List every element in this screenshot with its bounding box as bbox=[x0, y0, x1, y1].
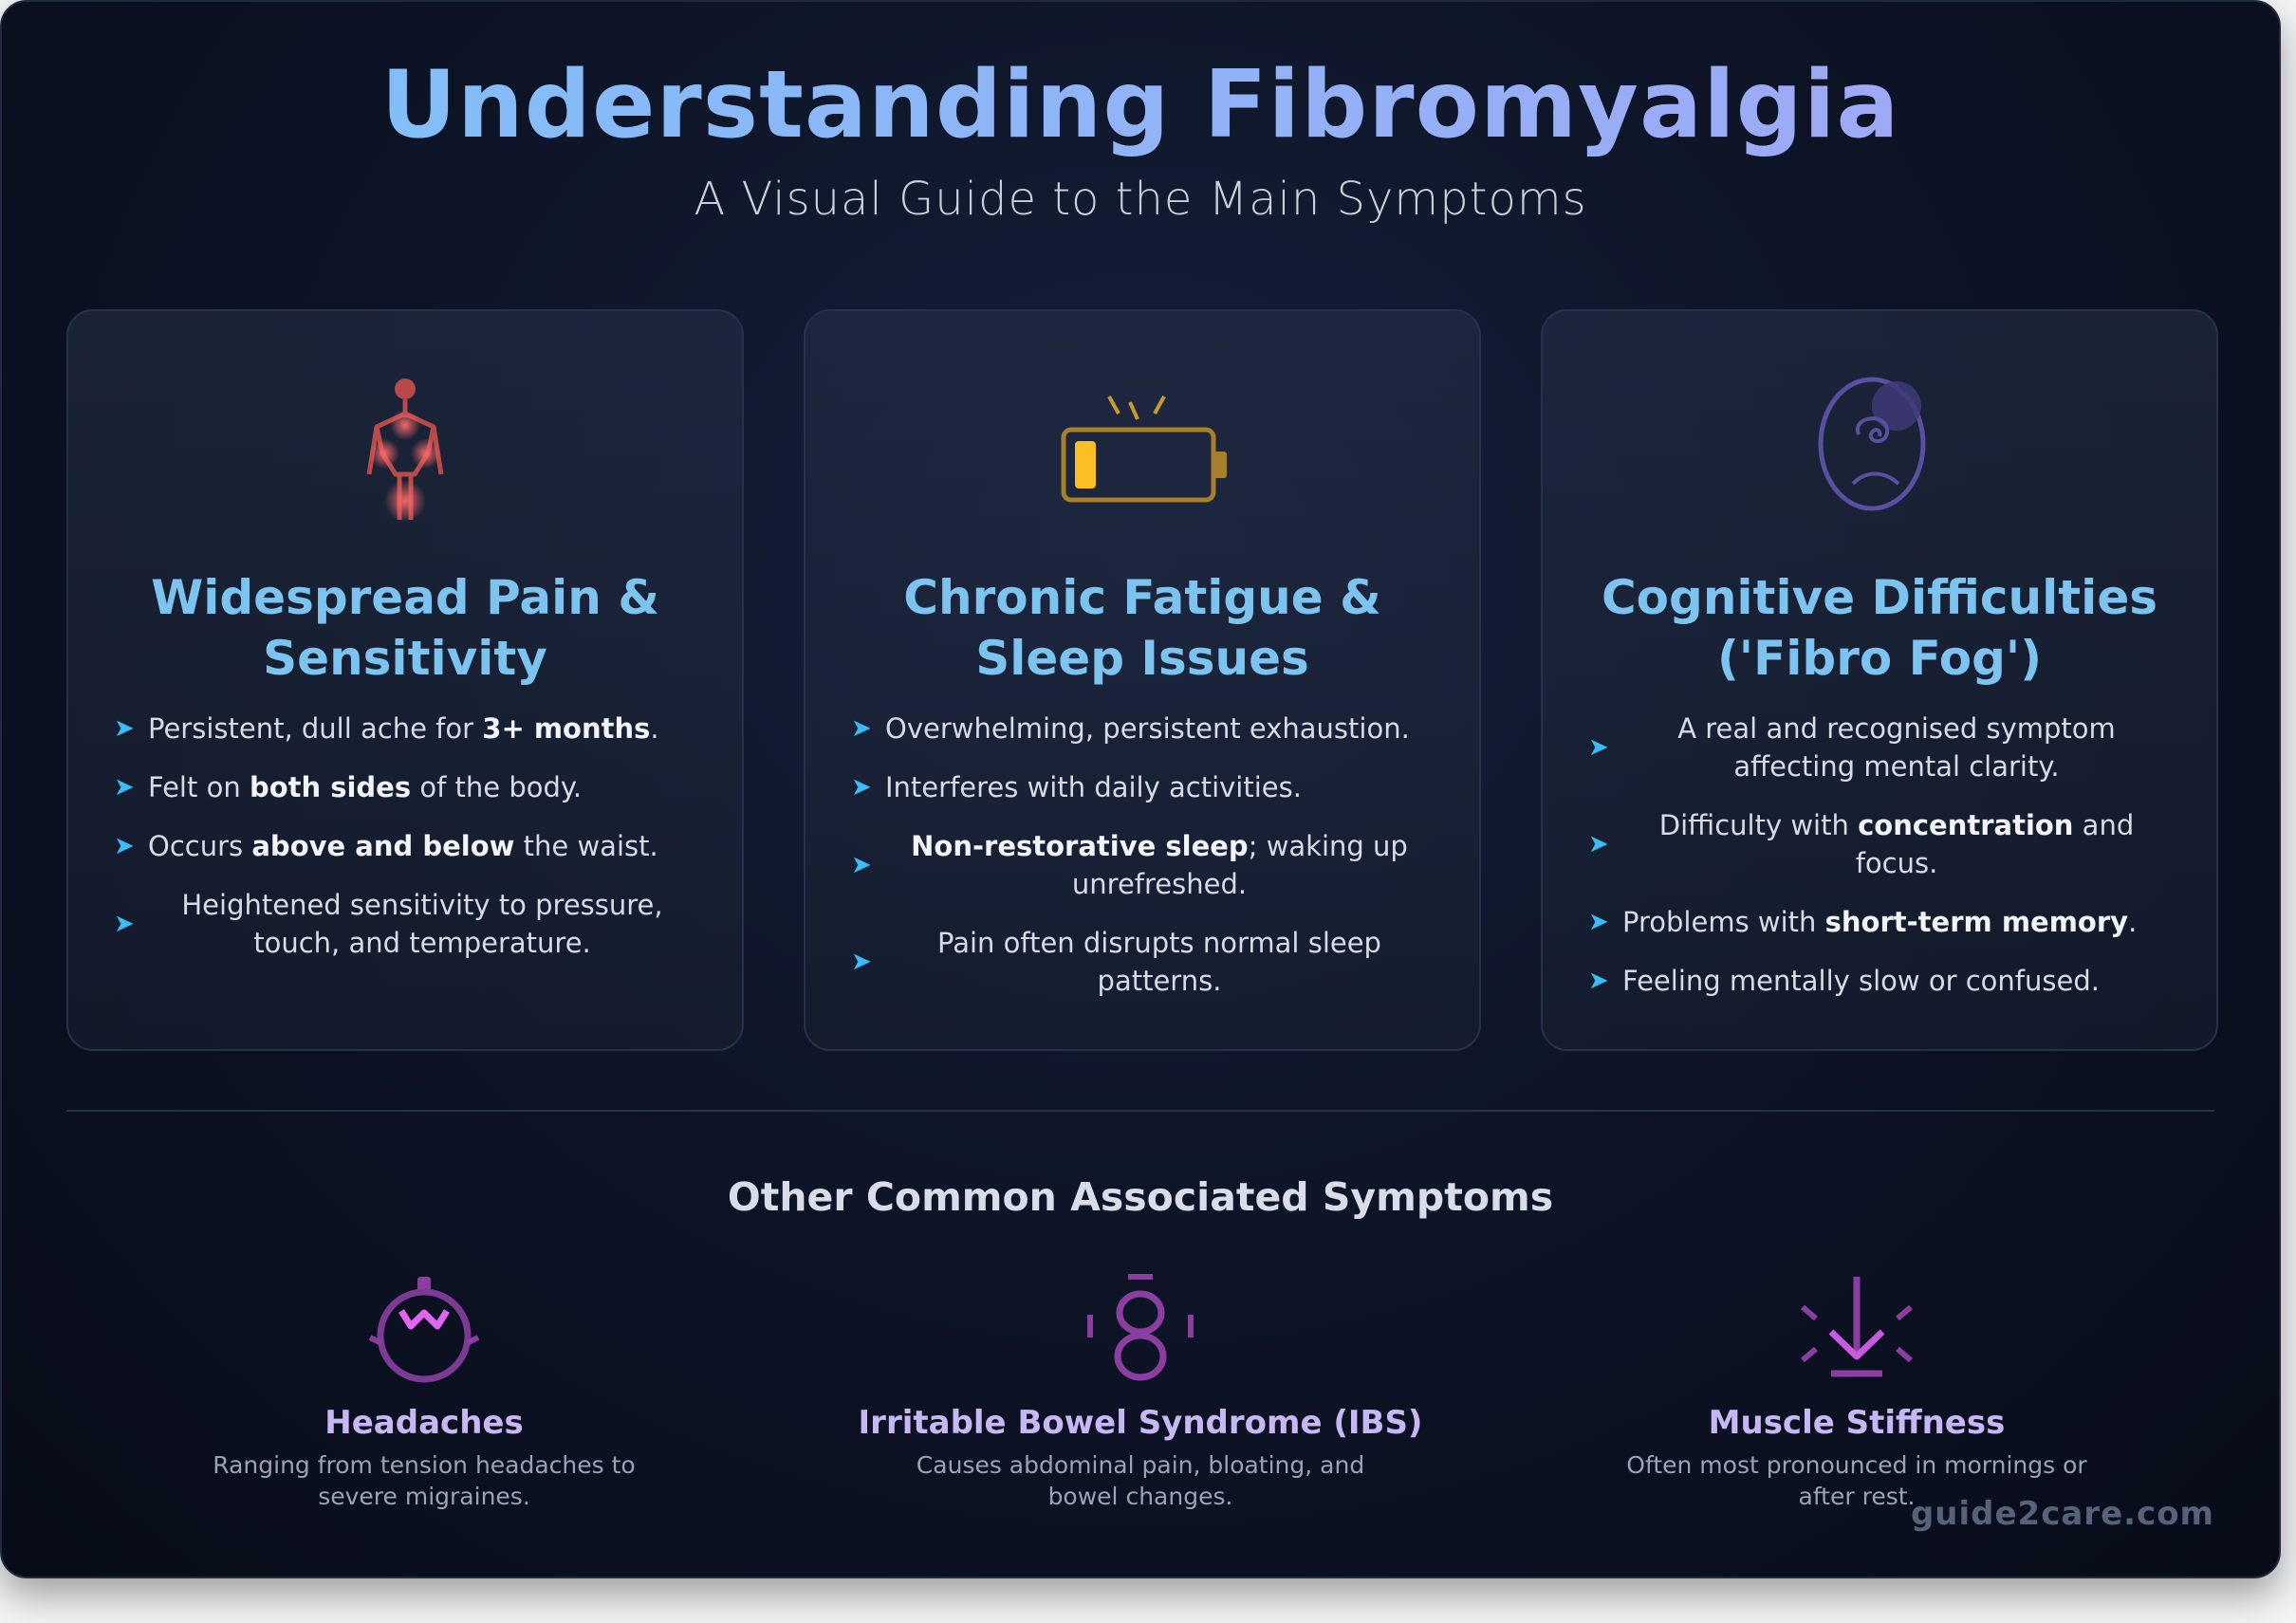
bullet-arrow-icon: ➤ bbox=[851, 948, 872, 976]
headache-icon bbox=[139, 1269, 709, 1394]
list-item: ➤Pain often disrupts normal sleep patter… bbox=[851, 927, 1381, 997]
brand-watermark: guide2care.com bbox=[1910, 1495, 2214, 1533]
page-subtitle: A Visual Guide to the Main Symptoms bbox=[694, 173, 1587, 226]
bullet-arrow-icon: ➤ bbox=[851, 714, 872, 743]
list-item: ➤Problems with short-term memory. bbox=[1588, 903, 2171, 941]
symptom-list: ➤Persistent, dull ache for 3+ months. ➤F… bbox=[114, 710, 696, 983]
card-heading: Cognitive Difficulties('Fibro Fog') bbox=[1601, 570, 2157, 686]
body-pain-icon bbox=[68, 368, 742, 539]
list-item: ➤Heightened sensitivity to pressure, tou… bbox=[114, 889, 663, 959]
section-divider bbox=[66, 1110, 2214, 1112]
symptom-list: ➤A real and recognised symptom affecting… bbox=[1588, 710, 2171, 1021]
bullet-arrow-icon: ➤ bbox=[114, 910, 135, 938]
list-item: ➤Difficulty with concentration and focus… bbox=[1588, 809, 2135, 879]
other-symptom-headaches: Headaches Ranging from tension headaches… bbox=[139, 1269, 709, 1512]
bullet-arrow-icon: ➤ bbox=[851, 851, 872, 879]
list-item: ➤Feeling mentally slow or confused. bbox=[1588, 962, 2171, 1000]
symptom-name: Headaches bbox=[324, 1404, 524, 1442]
symptom-list: ➤Overwhelming, persistent exhaustion. ➤I… bbox=[851, 710, 1434, 1021]
list-item: ➤A real and recognised symptom affecting… bbox=[1588, 712, 2116, 783]
head-fog-icon bbox=[1543, 368, 2216, 539]
other-symptom-stiffness: Muscle Stiffness Often most pronounced i… bbox=[1572, 1269, 2141, 1512]
card-heading: Chronic Fatigue &Sleep Issues bbox=[903, 570, 1381, 686]
symptom-name: Muscle Stiffness bbox=[1708, 1404, 2006, 1442]
symptom-card-pain: Widespread Pain &Sensitivity ➤Persistent… bbox=[66, 309, 744, 1051]
list-item: ➤Interferes with daily activities. bbox=[851, 768, 1434, 806]
card-heading: Widespread Pain &Sensitivity bbox=[151, 570, 659, 686]
other-symptoms-title: Other Common Associated Symptoms bbox=[727, 1174, 1554, 1220]
symptom-desc: Often most pronounced in mornings or aft… bbox=[1626, 1451, 2087, 1510]
bullet-arrow-icon: ➤ bbox=[1588, 967, 1609, 995]
symptom-card-cognitive: Cognitive Difficulties('Fibro Fog') ➤A r… bbox=[1541, 309, 2218, 1051]
list-item: ➤Felt on both sides of the body. bbox=[114, 768, 696, 806]
bullet-arrow-icon: ➤ bbox=[114, 773, 135, 802]
bullet-arrow-icon: ➤ bbox=[1588, 830, 1609, 858]
stiffness-icon bbox=[1572, 1269, 2141, 1394]
list-item: ➤Non-restorative sleep; waking up unrefr… bbox=[851, 830, 1408, 900]
bullet-arrow-icon: ➤ bbox=[114, 714, 135, 743]
symptom-name: Irritable Bowel Syndrome (IBS) bbox=[858, 1404, 1423, 1442]
infographic-frame: Understanding Fibromyalgia A Visual Guid… bbox=[0, 0, 2281, 1578]
bullet-arrow-icon: ➤ bbox=[1588, 733, 1609, 762]
symptom-desc: Causes abdominal pain, bloating, and bow… bbox=[916, 1451, 1365, 1510]
list-item: ➤Overwhelming, persistent exhaustion. bbox=[851, 710, 1434, 747]
bullet-arrow-icon: ➤ bbox=[1588, 908, 1609, 936]
symptom-desc: Ranging from tension headaches to severe… bbox=[213, 1451, 636, 1510]
page-title: Understanding Fibromyalgia bbox=[2, 51, 2279, 159]
list-item: ➤Persistent, dull ache for 3+ months. bbox=[114, 710, 696, 747]
bullet-arrow-icon: ➤ bbox=[114, 832, 135, 860]
intestine-icon bbox=[856, 1269, 1425, 1394]
symptom-card-fatigue: Chronic Fatigue &Sleep Issues ➤Overwhelm… bbox=[804, 309, 1481, 1051]
bullet-arrow-icon: ➤ bbox=[851, 773, 872, 802]
list-item: ➤Occurs above and below the waist. bbox=[114, 827, 696, 865]
other-symptom-ibs: Irritable Bowel Syndrome (IBS) Causes ab… bbox=[856, 1269, 1425, 1512]
low-battery-icon bbox=[805, 368, 1479, 539]
